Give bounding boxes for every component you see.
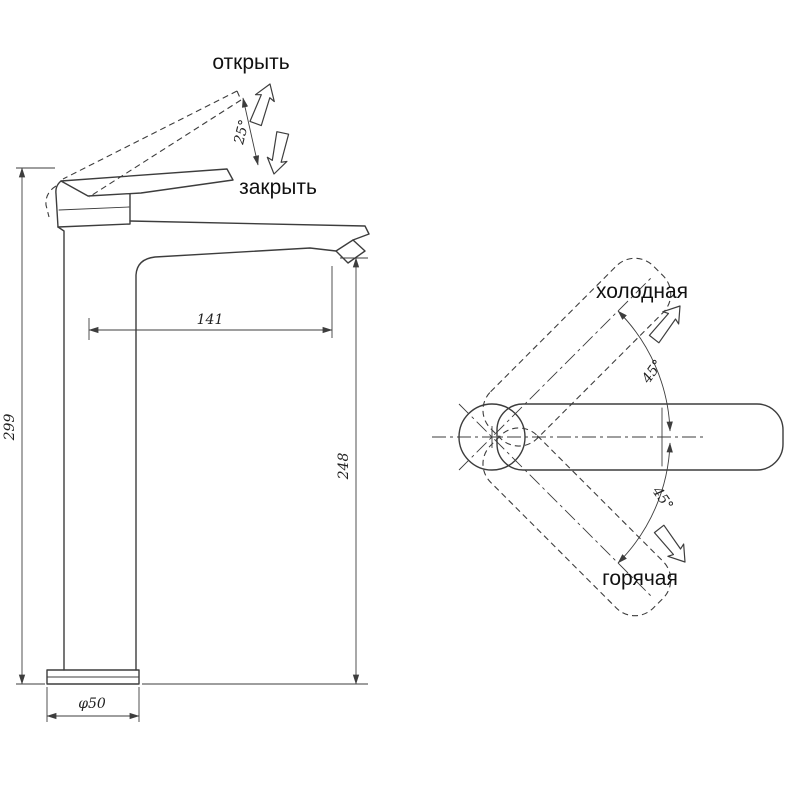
hot-direction-arrow-icon — [653, 524, 686, 563]
rotation-arc — [617, 310, 673, 564]
dimension-total-height: 299 — [2, 167, 55, 685]
faucet-base — [46, 669, 140, 685]
handle-hot-position-dashed — [482, 427, 672, 617]
spout-reach-dim: 141 — [197, 312, 224, 328]
hot-angle-dim: 45° — [648, 483, 676, 513]
faucet-lever-closed — [55, 168, 234, 228]
base-diameter-dim: φ50 — [78, 696, 106, 712]
total-height-dim: 299 — [2, 414, 18, 442]
open-label: открыть — [212, 51, 289, 74]
handle-cold-position-dashed — [482, 257, 672, 447]
open-angle-dimension-line — [241, 97, 260, 166]
close-label: закрыть — [239, 176, 317, 199]
hot-label: горячая — [602, 567, 678, 590]
faucet-lever-open-dashed — [45, 90, 242, 218]
cold-angle-dim: 45° — [638, 357, 666, 387]
faucet-column — [57, 226, 65, 671]
cold-direction-arrow-icon — [648, 305, 681, 344]
dimension-spout-reach: 141 — [88, 266, 333, 340]
open-close-annotation: 25° открыть закрыть — [212, 51, 317, 199]
open-direction-arrow-icon — [249, 83, 275, 127]
cold-label: холодная — [596, 280, 688, 303]
faucet-spout — [129, 220, 370, 671]
spout-height-dim: 248 — [336, 453, 352, 481]
faucet-top-view: 45° 45° холодная горячая — [432, 257, 784, 617]
faucet-cartridge — [57, 193, 131, 228]
centerlines — [432, 276, 706, 598]
open-angle-dim: 25° — [231, 118, 253, 147]
close-direction-arrow-icon — [266, 131, 290, 175]
dimension-spout-height: 248 — [142, 257, 368, 685]
faucet-side-view — [45, 90, 370, 685]
dimension-base-diameter: φ50 — [46, 687, 140, 722]
